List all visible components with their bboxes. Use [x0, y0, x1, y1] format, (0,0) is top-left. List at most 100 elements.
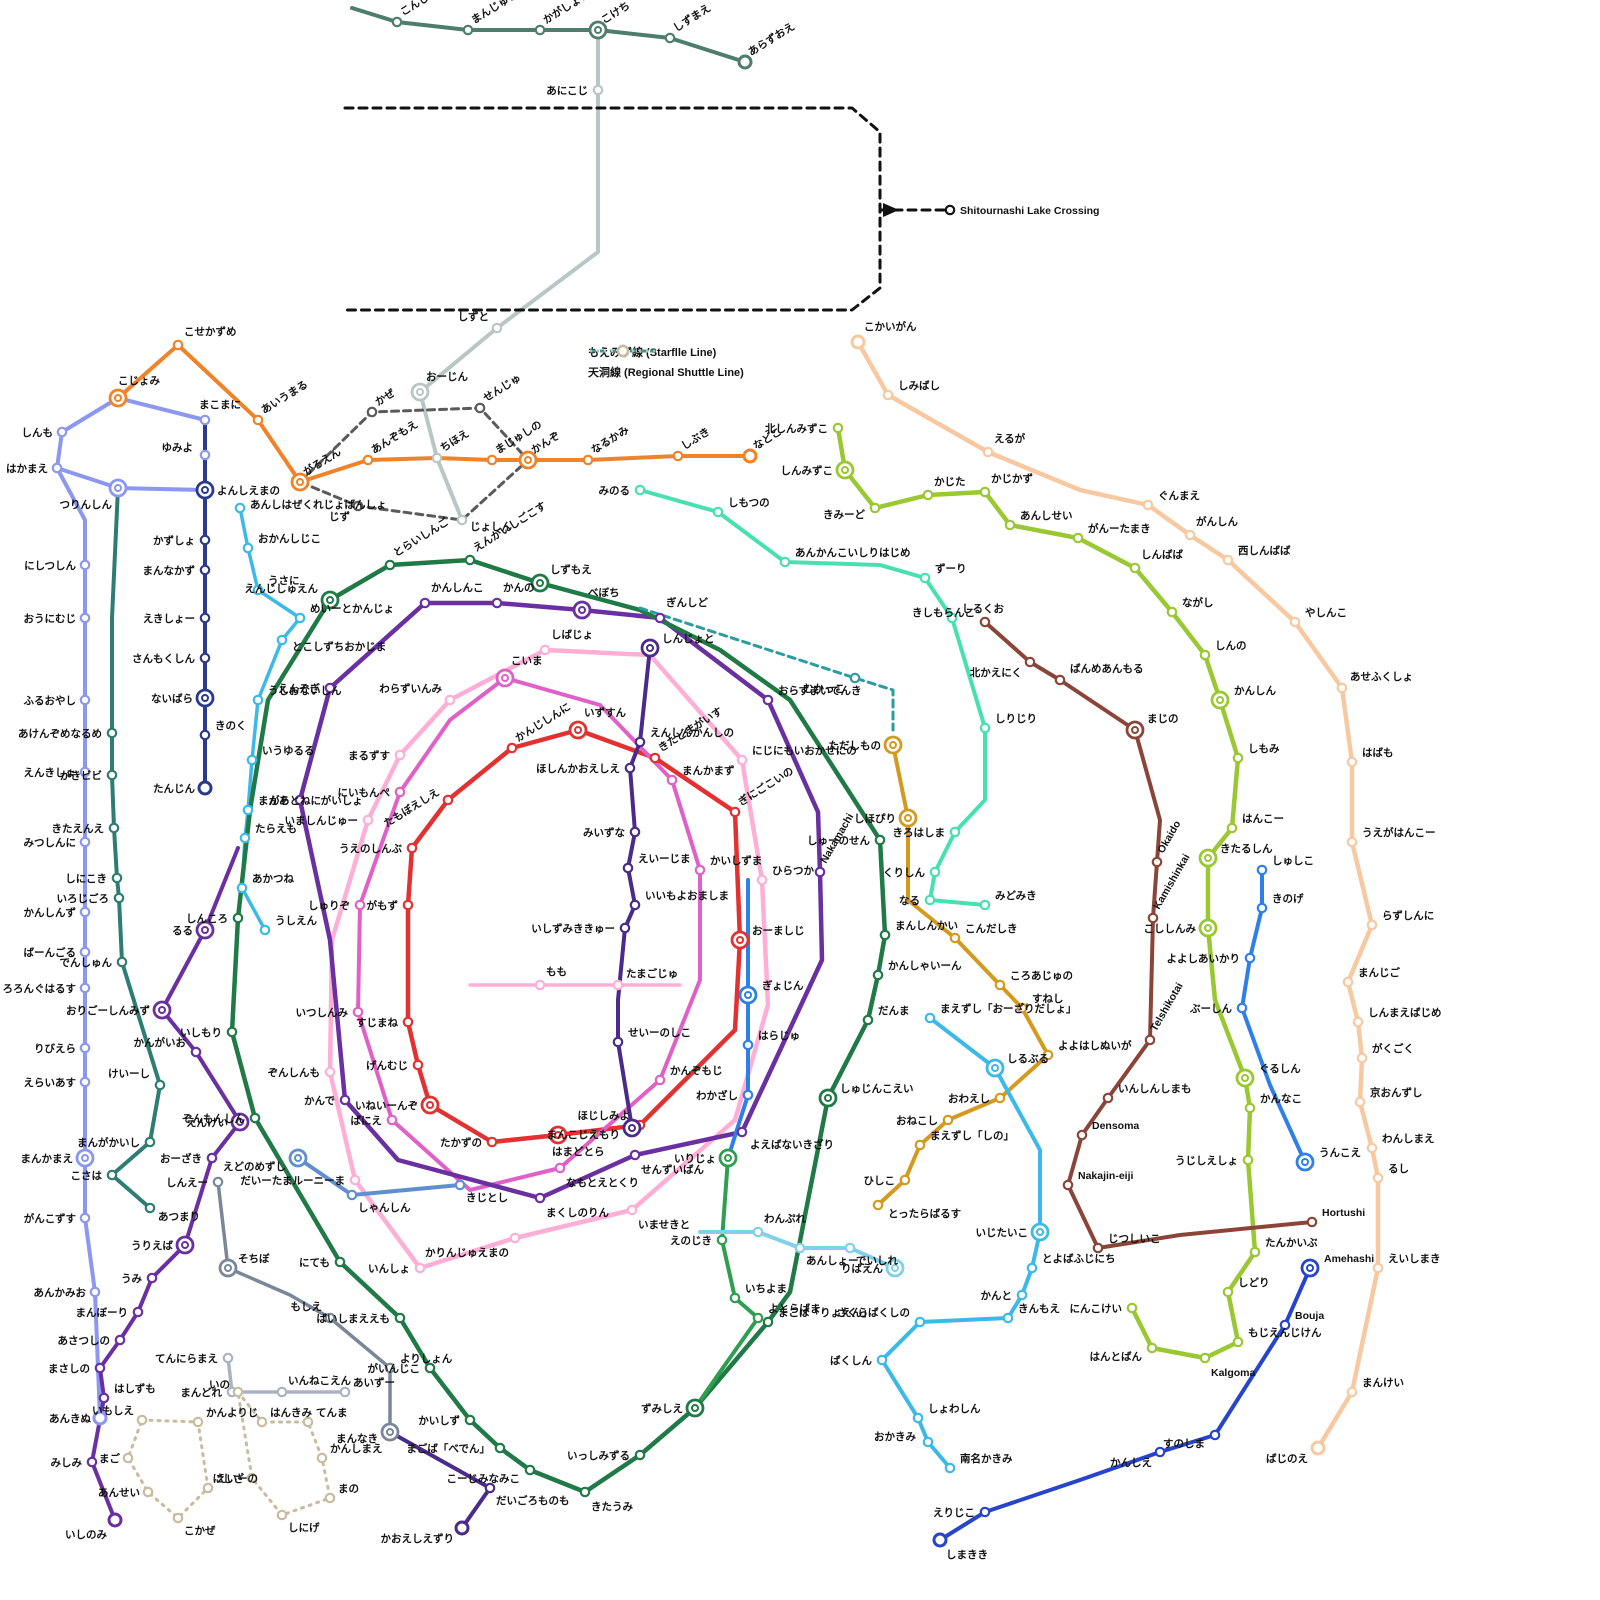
- station-西しんばば[interactable]: [1222, 554, 1234, 566]
- station-まごば「べでん」[interactable]: [494, 1442, 506, 1454]
- station-まんがかいし[interactable]: [144, 1136, 156, 1148]
- station-みつしんに[interactable]: [79, 836, 91, 848]
- station-はんとばん[interactable]: [1146, 1342, 1158, 1354]
- station-Okaido[interactable]: [1151, 856, 1163, 868]
- station-ろろんぐはるす[interactable]: [79, 982, 91, 994]
- station-しもみ[interactable]: [1232, 752, 1244, 764]
- station-がいんじこ[interactable]: [424, 1362, 436, 1374]
- station-がんーたまき[interactable]: [1072, 532, 1084, 544]
- station-けいーし[interactable]: [154, 1079, 166, 1091]
- station-おうにむじ[interactable]: [79, 612, 91, 624]
- station-いの[interactable]: [232, 1386, 244, 1398]
- station-よえばないきざり[interactable]: [736, 1126, 748, 1138]
- station-せんずいばん[interactable]: [629, 1149, 641, 1161]
- station-りびえら[interactable]: [79, 1042, 91, 1054]
- station-みしみ[interactable]: [86, 1456, 98, 1468]
- station-じつしいこ[interactable]: [1092, 1242, 1104, 1254]
- station-きのげ[interactable]: [1256, 902, 1268, 914]
- station-きのく[interactable]: [199, 729, 211, 741]
- station-らずしんに[interactable]: [1366, 919, 1378, 931]
- station-ひらつか[interactable]: [756, 874, 768, 886]
- station-北しんみずこ[interactable]: [832, 422, 844, 434]
- station-かんの[interactable]: [491, 597, 503, 609]
- station-しりじり[interactable]: [979, 722, 991, 734]
- station-いんしょ[interactable]: [414, 1262, 426, 1274]
- station-うしえん[interactable]: [259, 924, 271, 936]
- station-しゅしこ[interactable]: [1256, 864, 1268, 876]
- station-あらずおえ[interactable]: [737, 54, 753, 70]
- station-まご[interactable]: [122, 1452, 134, 1464]
- station-きんもえ[interactable]: [1002, 1312, 1014, 1324]
- station-がきビビ[interactable]: [106, 769, 118, 781]
- station-きたうみ[interactable]: [579, 1486, 591, 1498]
- station-まくしのりん[interactable]: [534, 1192, 546, 1204]
- station-えらいあす[interactable]: [79, 1076, 91, 1088]
- station-いしずみききゅー[interactable]: [619, 922, 631, 934]
- station-ほしんかおえしえ[interactable]: [624, 762, 636, 774]
- station-てんにらまえ[interactable]: [222, 1352, 234, 1364]
- station-せんじゅ[interactable]: [474, 402, 486, 414]
- station-はしずも[interactable]: [98, 1392, 110, 1404]
- station-ぞんもんしん[interactable]: [249, 1112, 261, 1124]
- station-あけんぞめなるめ[interactable]: [106, 727, 118, 739]
- station-わんぷれ[interactable]: [752, 1226, 764, 1238]
- station-かんしゃいーん[interactable]: [872, 969, 884, 981]
- station-いろじごろ[interactable]: [113, 892, 125, 904]
- station-かずしょ[interactable]: [199, 534, 211, 546]
- station-あんきぬ[interactable]: [92, 1410, 108, 1426]
- station-だいごろものも[interactable]: [484, 1482, 496, 1494]
- station-なるかみ[interactable]: [582, 454, 594, 466]
- station-まえずし「しの」[interactable]: [914, 1139, 926, 1151]
- station-しょわしん[interactable]: [912, 1412, 924, 1424]
- station-いしのみ[interactable]: [107, 1512, 123, 1528]
- station-えいーじま[interactable]: [622, 862, 634, 874]
- station-うみ[interactable]: [146, 1272, 158, 1284]
- station-こかいがん[interactable]: [850, 334, 866, 350]
- station-うえのしんぶ[interactable]: [406, 842, 418, 854]
- station-がもず[interactable]: [402, 899, 414, 911]
- station-しばじょ[interactable]: [539, 644, 551, 656]
- station-えんかいしごこす[interactable]: [464, 554, 476, 566]
- station-こんだしき[interactable]: [949, 932, 961, 944]
- station-しにげ[interactable]: [276, 1509, 288, 1521]
- station-おーざき[interactable]: [206, 1152, 218, 1164]
- station-はんきみ[interactable]: [256, 1416, 268, 1428]
- station-あいうまる[interactable]: [252, 414, 264, 426]
- station-かんしえ[interactable]: [1154, 1446, 1166, 1458]
- station-じょしん[interactable]: [456, 514, 468, 526]
- station-まんなかず[interactable]: [199, 564, 211, 576]
- station-こーじみなみこ[interactable]: [524, 1464, 536, 1476]
- station-さくらばくしの[interactable]: [914, 1316, 926, 1328]
- station-Shitournashi Lake Crossing[interactable]: [944, 204, 956, 216]
- station-あつまり[interactable]: [144, 1202, 156, 1214]
- station-まんぼーり[interactable]: [132, 1306, 144, 1318]
- station-がら[interactable]: [294, 794, 306, 806]
- station-さんもくしん[interactable]: [199, 652, 211, 664]
- station-いませきと[interactable]: [626, 1204, 638, 1216]
- station-まさしの[interactable]: [94, 1362, 106, 1374]
- station-Nakamachi[interactable]: [814, 866, 826, 878]
- station-むかっこ[interactable]: [849, 672, 861, 684]
- station-しんばば[interactable]: [1129, 562, 1141, 574]
- station-京おんずし[interactable]: [1354, 1096, 1366, 1108]
- station-ばにえ[interactable]: [386, 1114, 398, 1126]
- station-にいもんぺ[interactable]: [394, 786, 406, 798]
- station-いしもり[interactable]: [226, 1026, 238, 1038]
- station-わんしまえ[interactable]: [1366, 1142, 1378, 1154]
- station-あんしはぜくれじょばんしょ[interactable]: [234, 502, 246, 514]
- station-うさに[interactable]: [252, 584, 264, 596]
- station-北かえにく[interactable]: [1024, 656, 1036, 668]
- station-あんぞもえ[interactable]: [362, 454, 374, 466]
- station-いつしんみ[interactable]: [352, 1006, 364, 1018]
- station-こさは[interactable]: [106, 1169, 118, 1181]
- station-おかんしじこ[interactable]: [242, 542, 254, 554]
- station-えんきしょ[interactable]: [79, 766, 91, 778]
- station-まこば「りょえん」[interactable]: [762, 1316, 774, 1328]
- station-しどり[interactable]: [1222, 1286, 1234, 1298]
- station-えんしんかんしの[interactable]: [634, 736, 646, 748]
- station-あにこじ[interactable]: [592, 84, 604, 96]
- station-いいもよおましま[interactable]: [629, 899, 641, 911]
- station-げんむじ[interactable]: [412, 1059, 424, 1071]
- station-いもしえ[interactable]: [136, 1414, 148, 1426]
- station-いちよま[interactable]: [729, 1292, 741, 1304]
